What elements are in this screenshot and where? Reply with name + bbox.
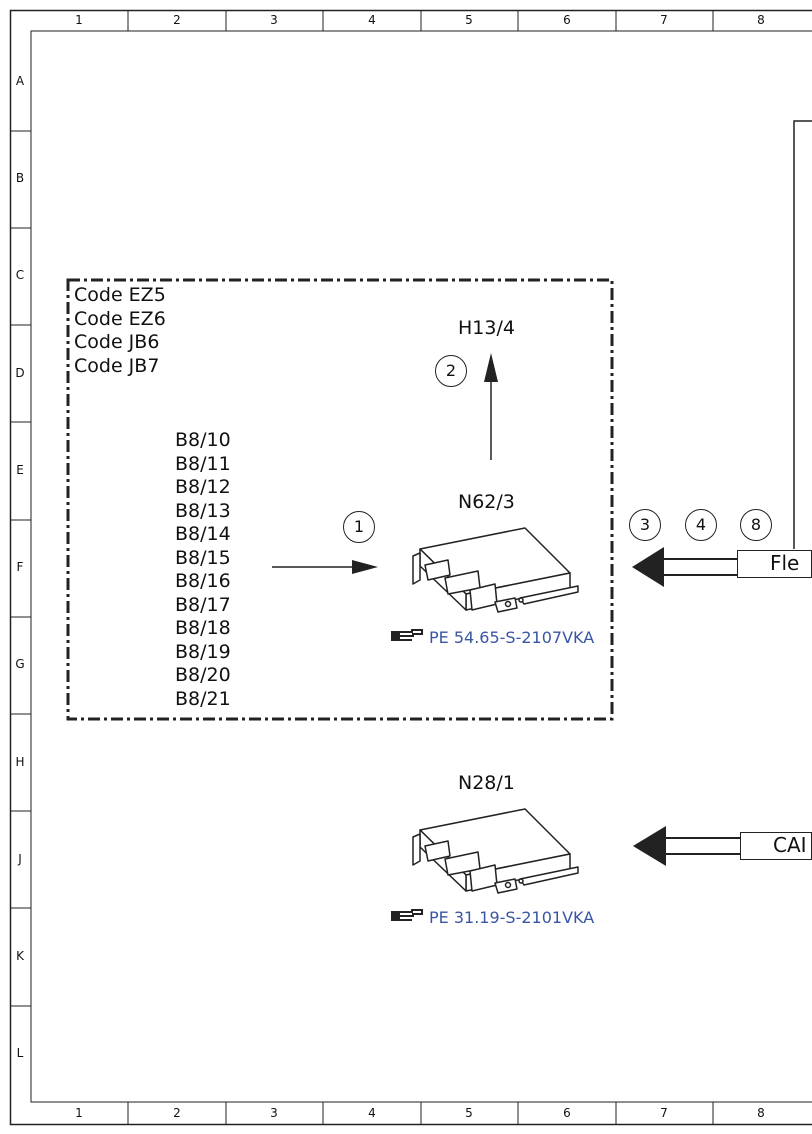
sensor-item: B8/12 [175, 476, 231, 498]
option-code: Code EZ6 [74, 307, 166, 330]
row-letter-c: C [15, 268, 25, 282]
marker-8: 8 [740, 509, 772, 541]
column-number-bottom-8: 8 [757, 1106, 765, 1120]
column-number-bottom-1: 1 [75, 1106, 83, 1120]
column-number-bottom-2: 2 [173, 1106, 181, 1120]
column-number-top-4: 4 [368, 13, 376, 27]
bus-label-upper: Fle [770, 551, 800, 575]
bus-label-box-lower: CAI [740, 832, 812, 860]
column-number-bottom-5: 5 [465, 1106, 473, 1120]
row-letter-g: G [15, 657, 25, 671]
reference-link-n62-3[interactable]: PE 54.65-S-2107VKA [429, 628, 595, 647]
column-number-top-3: 3 [270, 13, 278, 27]
sensor-item: B8/19 [175, 640, 231, 663]
sensor-item: B8/13 [175, 499, 231, 522]
marker-2: 2 [435, 355, 467, 387]
sensor-list: B8/10 B8/11 B8/12 B8/13 B8/14 B8/15 B8/1… [175, 429, 231, 711]
column-number-bottom-4: 4 [368, 1106, 376, 1120]
sensor-item: B8/10 [175, 429, 231, 451]
row-letter-k: K [16, 949, 24, 963]
sensor-item: B8/20 [175, 664, 231, 686]
sensor-item: B8/16 [175, 570, 231, 592]
row-letter-e: E [16, 463, 24, 477]
column-number-top-2: 2 [173, 13, 181, 27]
row-letter-d: D [15, 366, 25, 380]
sensor-item: B8/14 [175, 523, 231, 545]
option-code: Code EZ5 [74, 284, 166, 306]
row-letter-a: A [15, 74, 25, 88]
component-label-n28-1: N28/1 [458, 772, 515, 794]
marker-3: 3 [629, 509, 661, 541]
sensor-item: B8/21 [175, 687, 231, 710]
component-label-n62-3: N62/3 [458, 491, 515, 513]
sensor-item: B8/18 [175, 617, 231, 639]
bus-label-box-upper: Fle [737, 550, 812, 578]
row-letter-b: B [15, 171, 25, 185]
bus-label-lower: CAI [773, 833, 807, 857]
column-number-top-7: 7 [660, 13, 668, 27]
sensor-item: B8/15 [175, 546, 231, 569]
row-letter-h: H [15, 755, 25, 769]
pointing-hand-icon [391, 909, 423, 921]
reference-link-n28-1[interactable]: PE 31.19-S-2101VKA [429, 908, 595, 927]
sensor-item: B8/17 [175, 593, 231, 616]
row-letter-j: J [18, 852, 22, 866]
pointing-hand-icon [391, 629, 423, 641]
row-letter-l: L [16, 1046, 24, 1060]
row-letter-f: F [16, 560, 24, 574]
control-unit-n62-3-illustration [412, 527, 579, 613]
sensor-item: B8/11 [175, 452, 231, 475]
option-codes-list: Code EZ5 Code EZ6 Code JB6 Code JB7 [74, 284, 166, 378]
column-number-top-8: 8 [757, 13, 765, 27]
control-unit-n28-1-illustration [412, 808, 579, 894]
option-code: Code JB7 [74, 354, 160, 377]
column-number-bottom-3: 3 [270, 1106, 278, 1120]
column-number-top-5: 5 [465, 13, 473, 27]
marker-1: 1 [343, 511, 375, 543]
component-label-h13-4: H13/4 [458, 317, 515, 339]
column-number-top-6: 6 [563, 13, 571, 27]
option-code: Code JB6 [74, 331, 160, 353]
column-number-bottom-6: 6 [563, 1106, 571, 1120]
marker-4: 4 [685, 509, 717, 541]
column-number-top-1: 1 [75, 13, 83, 27]
column-number-bottom-7: 7 [660, 1106, 668, 1120]
